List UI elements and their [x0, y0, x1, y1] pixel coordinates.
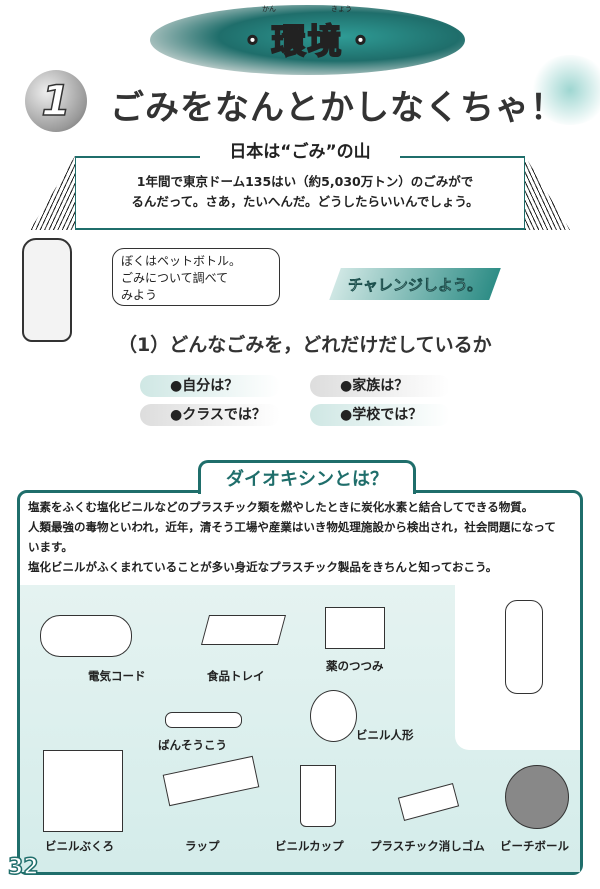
dioxin-text: 塩素をふくむ塩化ビニルなどのプラスチック類を燃やしたときに炭化水素と結合してでき… [28, 497, 578, 577]
item-label: ビニル人形 [356, 728, 414, 742]
item-label: ビニルカップ [275, 839, 344, 853]
item-label: ビーチボール [500, 839, 569, 853]
item-label: ばんそうこう [158, 738, 227, 752]
item-label: プラスチック消しゴム [370, 839, 485, 853]
food-tray-illustration [200, 615, 287, 645]
option-family: ●家族は？ [310, 375, 450, 397]
line: ごみについて調べて [121, 271, 229, 285]
challenge-label: チャレンジしよう。 [348, 276, 482, 295]
item-label: 食品トレイ [207, 669, 265, 683]
line: るんだって。さあ，たいへんだ。どうしたらいいんでしょう。 [131, 194, 479, 209]
lesson-number-badge: 1 [25, 70, 87, 132]
banner-ruby: かん きょう [262, 4, 352, 14]
option-school: ●学校では？ [310, 404, 450, 426]
blister-pack-illustration [325, 607, 385, 649]
section-banner [150, 5, 465, 75]
info-box-title: 日本は“ごみ”の山 [200, 137, 400, 162]
option-class: ●クラスでは？ [140, 404, 280, 426]
vinyl-doll-illustration [310, 690, 357, 742]
page-number: 32 [7, 854, 39, 881]
option-self: ●自分は？ [140, 375, 280, 397]
bandage-illustration [165, 712, 242, 728]
info-box-text: 1年間で東京ドーム135はい（約5,030万トン）のごみがでるんだって。さあ，た… [85, 172, 525, 212]
item-label: 電気コード [88, 669, 146, 683]
ruby: かん [262, 5, 276, 13]
line: みよう [121, 288, 158, 302]
speech-bubble: ぼくはペットボトル。ごみについて調べてみよう [112, 248, 280, 306]
question-heading: （1）どんなごみを，どれだけだしているか [118, 334, 492, 356]
line: 人類最強の毒物といわれ，近年，清そう工場や産業はいき物処理施設から検出され，社会… [28, 520, 556, 534]
line: います。 [28, 540, 73, 554]
angry-bottle-illustration [505, 600, 543, 694]
vinyl-bag-illustration [43, 750, 123, 832]
section-title: ・環境・ [235, 21, 380, 63]
dioxin-title: ダイオキシンとは？ [198, 460, 416, 494]
vinyl-cup-illustration [300, 765, 336, 827]
line: 1年間で東京ドーム135はい（約5,030万トン）のごみがで [136, 174, 474, 189]
line: ぼくはペットボトル。 [121, 254, 242, 268]
page-title: ごみをなんとかしなくちゃ！ [110, 88, 565, 128]
ruby: きょう [331, 5, 352, 13]
item-label: ビニルぶくろ [45, 839, 114, 853]
electric-cord-illustration [40, 615, 132, 657]
item-label: ラップ [185, 839, 220, 853]
item-label: 薬のつつみ [326, 659, 384, 673]
beach-ball-illustration [505, 765, 569, 829]
pet-bottle-character [22, 238, 72, 342]
line: 塩化ビニルがふくまれていることが多い身近なプラスチック製品をきちんと知っておこう… [28, 560, 498, 574]
decoration [530, 55, 600, 125]
line: 塩素をふくむ塩化ビニルなどのプラスチック類を燃やしたときに炭化水素と結合してでき… [28, 500, 534, 514]
